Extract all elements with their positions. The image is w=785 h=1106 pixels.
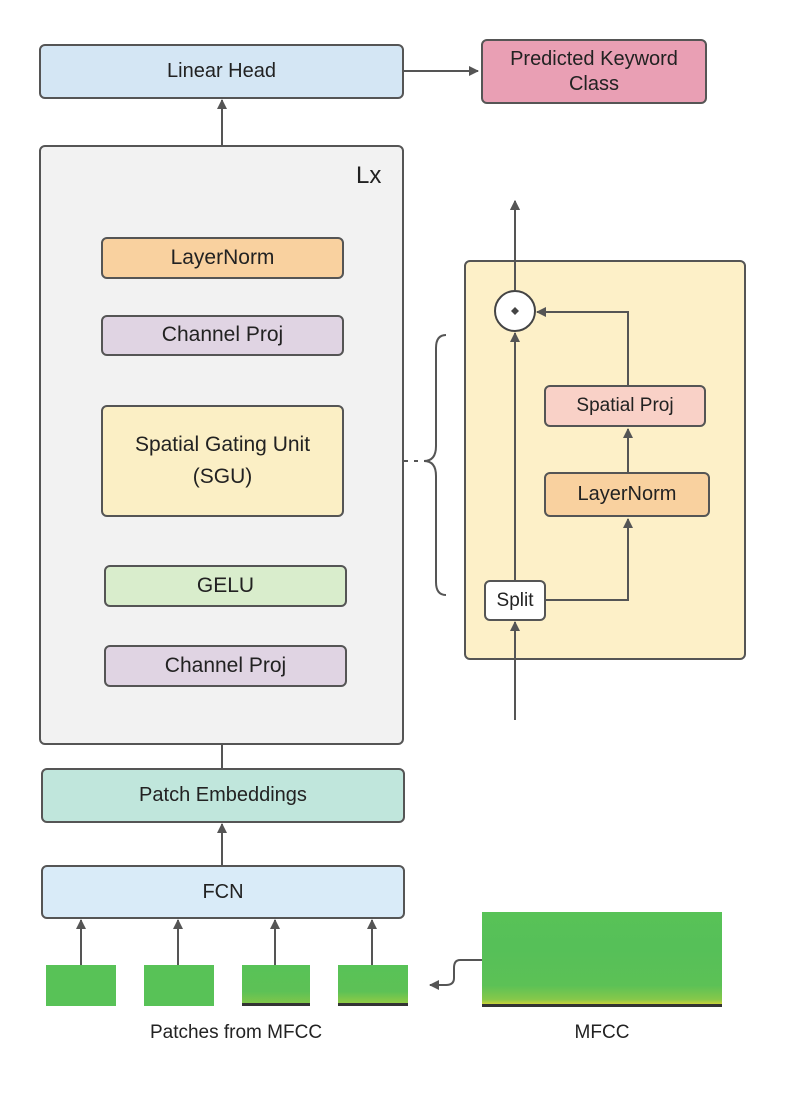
sgu-detail-brace [423, 334, 447, 596]
mfcc-patch-3 [242, 965, 310, 1006]
spatial-proj-block: Spatial Proj [544, 385, 706, 427]
spatial-proj-label: Spatial Proj [576, 395, 674, 417]
channel-proj-top-block: Channel Proj [101, 315, 344, 356]
mfcc-spectrogram [482, 912, 722, 1007]
split-label: Split [496, 589, 534, 611]
channel-proj-bottom-block: Channel Proj [104, 645, 347, 687]
sgu-block: Spatial Gating Unit (SGU) [101, 405, 344, 517]
mfcc-caption: MFCC [574, 1022, 630, 1043]
layernorm-label: LayerNorm [170, 245, 275, 269]
patches-caption: Patches from MFCC [149, 1022, 323, 1043]
predicted-class-label: Predicted Keyword Class [510, 47, 678, 95]
arrow-mfcc-to-patches [429, 959, 482, 990]
sgu-label-line1: Spatial Gating Unit [134, 432, 311, 456]
gelu-block: GELU [104, 565, 347, 607]
gelu-label: GELU [196, 573, 255, 597]
mfcc-patch-4 [338, 965, 408, 1006]
patch-embeddings-label: Patch Embeddings [139, 784, 307, 806]
linear-head-label: Linear Head [167, 60, 276, 82]
repeat-label: Lx [356, 162, 382, 189]
patch-embeddings-block: Patch Embeddings [41, 768, 405, 823]
split-block: Split [484, 580, 546, 621]
sgu-layernorm-label: LayerNorm [577, 483, 677, 505]
mfcc-patch-1 [46, 965, 116, 1006]
mfcc-patch-2 [144, 965, 214, 1006]
channel-proj-top-label: Channel Proj [161, 323, 284, 347]
channel-proj-bottom-label: Channel Proj [164, 653, 287, 677]
sgu-label-line2: (SGU) [192, 465, 253, 488]
linear-head-block: Linear Head [39, 44, 404, 99]
fcn-label: FCN [202, 880, 244, 903]
sgu-layernorm-block: LayerNorm [544, 472, 710, 517]
layernorm-block: LayerNorm [101, 237, 344, 279]
fcn-block: FCN [41, 865, 405, 919]
predicted-class-block: Predicted Keyword Class [481, 39, 707, 104]
